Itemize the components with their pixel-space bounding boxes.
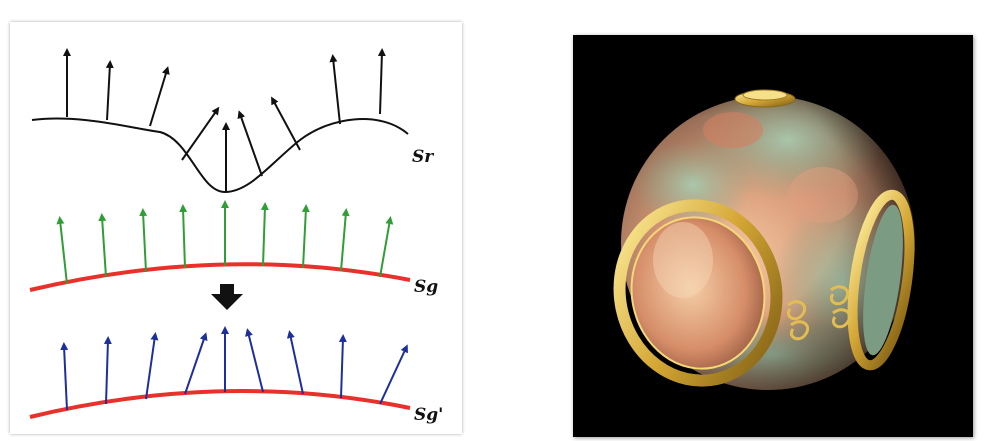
transfer-down-arrow [211, 284, 243, 310]
gold-swirl-ornaments [787, 285, 852, 341]
geometry-surface-curve [29, 262, 411, 292]
sphere-render-svg [613, 89, 915, 390]
left-gold-window [613, 199, 783, 387]
label-sg-prime: Sg' [414, 405, 443, 425]
label-sr: Sr [412, 147, 434, 167]
top-gold-cap [734, 89, 796, 108]
label-sg: Sg [414, 277, 438, 297]
normal-transfer-diagram: Sr Sg Sg' [10, 22, 462, 434]
result-surface-curve [29, 389, 411, 419]
diagram-svg: Sr Sg Sg' [29, 48, 443, 425]
rough-surface-normals [63, 48, 386, 192]
rough-surface-curve [31, 117, 409, 194]
result-surface-normals [60, 326, 408, 411]
geometry-surface-normals [56, 200, 394, 285]
right-gold-window [847, 189, 915, 371]
rendered-sphere-image [573, 35, 973, 437]
